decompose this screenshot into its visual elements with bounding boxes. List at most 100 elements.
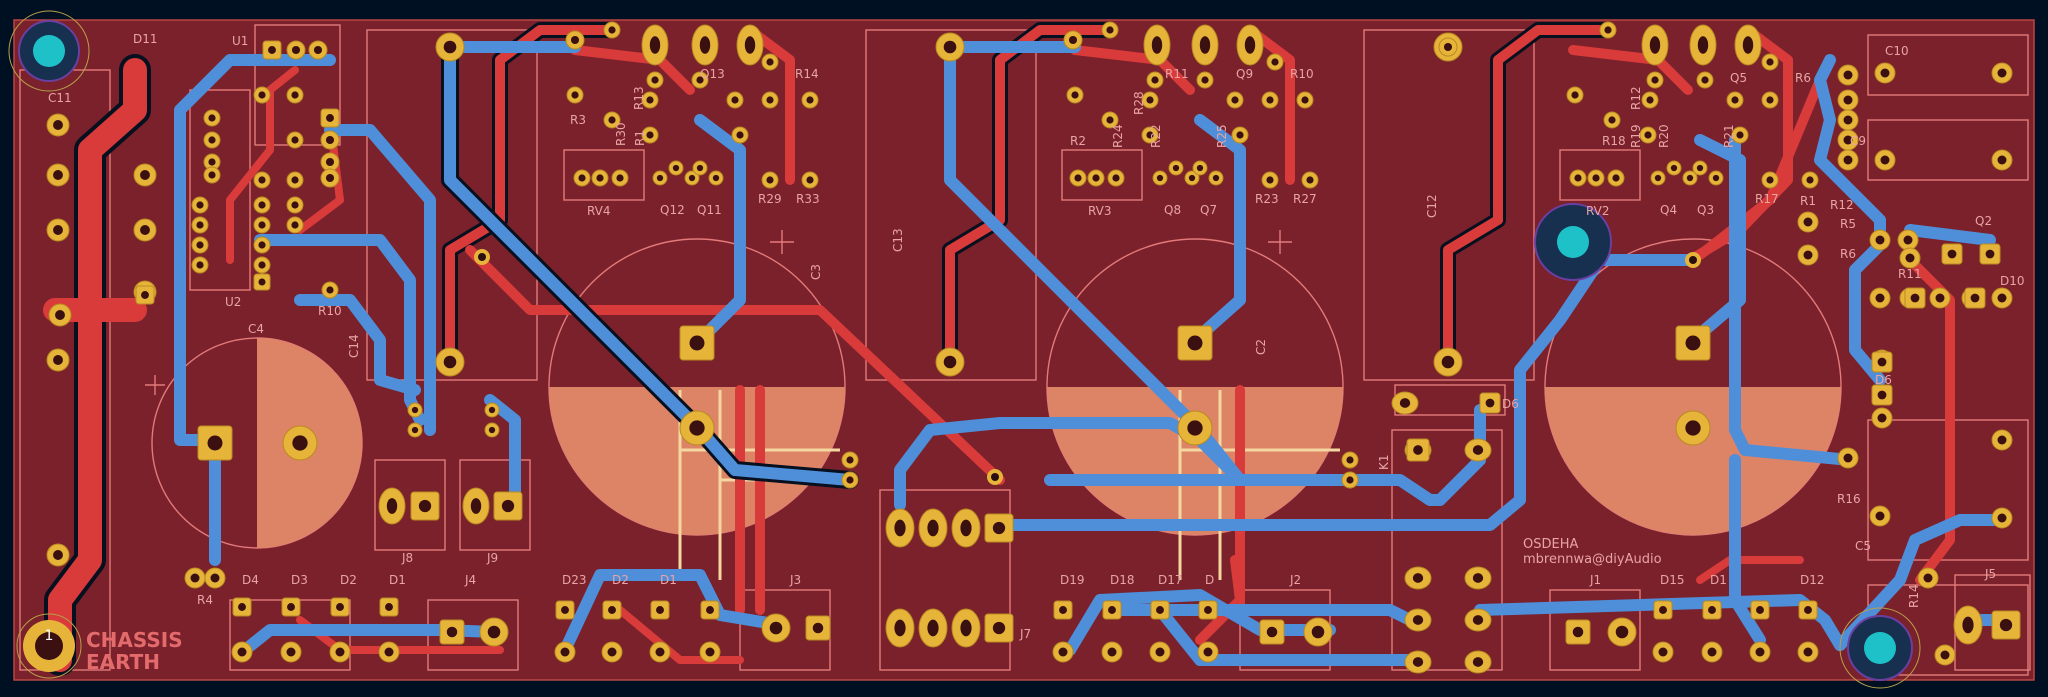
pad-hole [1574, 174, 1582, 182]
pad-hole [1880, 68, 1890, 78]
pad-hole [608, 116, 616, 124]
mounting-holes: 1 [8, 10, 1921, 689]
pad-hole [325, 157, 335, 167]
pad-hole [446, 626, 458, 638]
pad-hole [291, 176, 299, 184]
pad-hole [1935, 293, 1945, 303]
pad-hole [943, 355, 957, 369]
pad-hole [470, 498, 482, 514]
label-c2: C2 [1254, 339, 1268, 355]
pad-hole [1843, 70, 1853, 80]
pad-hole [1766, 96, 1774, 104]
label-q4: Q4 [1660, 203, 1677, 217]
pad-hole [696, 164, 704, 172]
label-c14: C14 [347, 334, 361, 358]
pad-hole [560, 647, 570, 657]
pad-hole [238, 603, 246, 611]
pad-hole [196, 221, 204, 229]
pad-hole [1151, 76, 1159, 84]
pad-hole [1658, 647, 1668, 657]
pad-hole [1571, 91, 1579, 99]
pad-hole [1806, 176, 1814, 184]
label-d2b: D2 [612, 573, 629, 587]
pad-hole [712, 174, 720, 182]
pad-hole [258, 91, 266, 99]
label-r22: R22 [1149, 124, 1163, 148]
pad-hole [1204, 606, 1212, 614]
pad-hole [411, 406, 419, 414]
pad-hole [210, 573, 220, 583]
pad-hole [688, 174, 696, 182]
label-c5: C5 [1855, 539, 1871, 553]
pad-hole [1997, 68, 2007, 78]
capacitor-c1 [1544, 238, 1842, 536]
pad-hole [894, 619, 906, 637]
pad-hole [1651, 76, 1659, 84]
pad-hole [1736, 131, 1744, 139]
label-c12: C12 [1425, 194, 1439, 218]
pad-hole [1999, 618, 2013, 632]
pad-hole [196, 241, 204, 249]
pad-hole [616, 174, 624, 182]
pad-hole [894, 519, 906, 537]
pad-hole [291, 221, 299, 229]
label-r5: R5 [1840, 217, 1856, 231]
pad-hole [258, 176, 266, 184]
pad-hole [731, 96, 739, 104]
pad-hole [291, 45, 301, 55]
pad-hole [992, 521, 1006, 535]
pad-hole [766, 96, 774, 104]
pad-hole [287, 603, 295, 611]
pad-hole [326, 114, 334, 122]
pad-hole [1188, 174, 1196, 182]
label-r3: R3 [570, 113, 586, 127]
pad-hole [1231, 96, 1239, 104]
label-r20: R20 [1657, 124, 1671, 148]
pad-hole [1306, 176, 1314, 184]
pad-hole [1843, 95, 1853, 105]
label-r10b: R10 [318, 304, 342, 318]
pad-hole [1608, 116, 1616, 124]
label-r12b: R12 [1830, 198, 1854, 212]
pad-hole [411, 426, 419, 434]
pad-hole [196, 201, 204, 209]
pad-hole [1311, 625, 1325, 639]
pad-hole [943, 40, 957, 54]
pad-hole [699, 36, 711, 54]
pad-hole [1412, 657, 1424, 667]
pad-hole [1877, 390, 1887, 400]
pad-hole [960, 619, 972, 637]
pad-hole [1644, 131, 1652, 139]
pad-hole [336, 603, 344, 611]
pad-hole [443, 40, 457, 54]
pad-hole [1112, 174, 1120, 182]
label-d12: D12 [1800, 573, 1825, 587]
pad-hole [1875, 511, 1885, 521]
pad-hole [1604, 26, 1612, 34]
pad-hole [1875, 235, 1885, 245]
pad-hole [1172, 164, 1180, 172]
label-d6: D6 [1875, 373, 1892, 387]
pad-hole [651, 76, 659, 84]
pad-hole [1670, 164, 1678, 172]
pad-hole [418, 499, 432, 513]
label-r6: R6 [1795, 71, 1811, 85]
pad-hole [258, 261, 266, 269]
label-q13: Q13 [700, 67, 725, 81]
pad-hole [1756, 606, 1764, 614]
pad-hole [1266, 626, 1278, 638]
pad-hole [1696, 164, 1704, 172]
label-d10: D10 [2000, 274, 2025, 288]
label-r21: R21 [1722, 124, 1736, 148]
pad-hole [488, 406, 496, 414]
pad-hole [53, 120, 63, 130]
pad-hole [1399, 398, 1411, 408]
pad-hole [561, 606, 569, 614]
pad-hole [1843, 453, 1853, 463]
pad-hole [1108, 606, 1116, 614]
pad-hole [291, 91, 299, 99]
label-d1b: D1 [660, 573, 677, 587]
pad-hole [646, 96, 654, 104]
pad-hole [1905, 253, 1915, 263]
pad-hole [1592, 174, 1600, 182]
